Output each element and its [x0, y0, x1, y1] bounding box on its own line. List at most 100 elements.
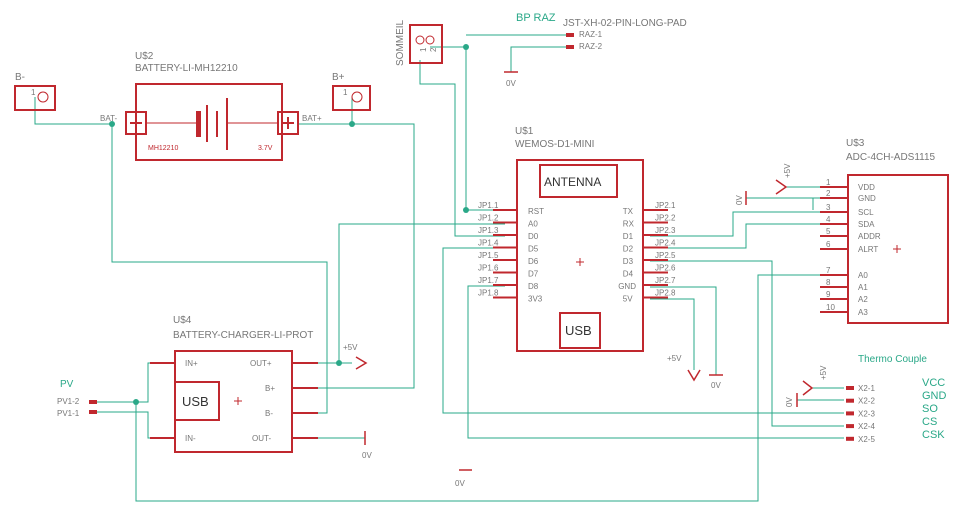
wemos-right-pin-id: JP2.1 [655, 201, 676, 210]
wemos-left-pin-id: JP1.7 [478, 276, 499, 285]
wemos-left-pin-id: JP1.8 [478, 289, 499, 298]
thermo-pin-pad [846, 436, 854, 441]
battery-neg-pin: BAT- [100, 114, 118, 123]
junctions [109, 44, 469, 405]
terminal-b-plus-label: B+ [332, 72, 345, 83]
sommeil-switch: 1 2 SOMMEIL [395, 19, 443, 66]
jst-connector: BP RAZ JST-XH-02-PIN-LONG-PAD RAZ-1 RAZ-… [516, 12, 687, 51]
wemos-left-pin-name: D8 [528, 282, 539, 291]
thermo-signal-label: VCC [922, 377, 945, 389]
charger-usb: USB [182, 394, 209, 409]
ground-symbol-jst: 0V [504, 71, 518, 88]
wemos-left-pin-id: JP1.1 [478, 201, 499, 210]
wires [34, 34, 844, 502]
terminal-b-plus-pin: 1 [343, 88, 348, 97]
wemos-5v-label: +5V [667, 354, 682, 363]
sommeil-label: SOMMEIL [395, 19, 406, 66]
adc-ref: U$3 [846, 138, 865, 149]
wemos-right-pin-name: GND [618, 282, 636, 291]
wemos-left-pin-name: D0 [528, 232, 539, 241]
thermo-title: Thermo Couple [858, 354, 927, 365]
charger-in-minus: IN- [185, 434, 196, 443]
charger-out-plus: OUT+ [250, 359, 272, 368]
wemos-right-pin-id: JP2.8 [655, 289, 676, 298]
adc-pin-number: 5 [826, 227, 831, 236]
bottom-0v-label: 0V [455, 479, 465, 488]
wemos-left-pin-name: D5 [528, 245, 539, 254]
battery-charger: USB U$4 BATTERY-CHARGER-LI-PROT IN+ IN- … [150, 315, 318, 453]
thermo-pin-id: X2-3 [858, 409, 875, 418]
sommeil-pin2: 2 [429, 47, 438, 52]
adc-value: ADC-4CH-ADS1115 [846, 152, 936, 163]
thermo-signal-label: CSK [922, 429, 945, 441]
adc-pin-number: 6 [826, 240, 831, 249]
wemos-right-pins: JP2.1TXJP2.2RXJP2.3D1JP2.4D2JP2.5D3JP2.6… [618, 201, 676, 304]
wemos-right-pin-id: JP2.6 [655, 264, 676, 273]
terminal-b-minus-pin: 1 [31, 88, 36, 97]
pv-pin-1: PV1-2 [57, 397, 80, 406]
charger-ref: U$4 [173, 315, 192, 326]
wemos-left-pin-id: JP1.6 [478, 264, 499, 273]
terminal-b-plus: 1 B+ [332, 72, 371, 111]
adc-pin-number: 2 [826, 189, 831, 198]
wemos-right-pin-id: JP2.2 [655, 214, 676, 223]
thermo-signal-label: GND [922, 390, 947, 402]
thermo-5v-label: +5V [819, 365, 828, 380]
charger-out-minus: OUT- [252, 434, 271, 443]
thermo-pin-pad [846, 386, 854, 390]
wemos-left-pin-name: D6 [528, 257, 539, 266]
sommeil-pin1: 1 [419, 47, 428, 52]
adc-pin-name: A2 [858, 295, 868, 304]
wemos-left-pin-name: A0 [528, 220, 538, 229]
supply-adc: +5V 0V [735, 163, 792, 205]
supply-charger-5v: +5V [343, 343, 368, 370]
gnd-jst-label: 0V [506, 79, 516, 88]
charger-value: BATTERY-CHARGER-LI-PROT [173, 330, 313, 341]
wemos-left-pins: JP1.1RSTJP1.2A0JP1.3D0JP1.4D5JP1.5D6JP1.… [478, 201, 544, 304]
adc-pin-name: GND [858, 194, 876, 203]
wemos-right-pin-name: TX [623, 207, 634, 216]
wemos-right-pin-id: JP2.3 [655, 226, 676, 235]
terminal-b-minus-label: B- [15, 72, 25, 83]
adc-pin-number: 10 [826, 303, 835, 312]
thermo-pins: X2-1X2-2X2-3X2-4X2-5 [846, 384, 875, 444]
adc-pin-name: A1 [858, 283, 868, 292]
pv-input: PV PV1-2 PV1-1 [57, 379, 97, 418]
wemos-left-pin-id: JP1.4 [478, 239, 499, 248]
jst-pin-raz-2: RAZ-2 [579, 42, 603, 51]
wemos-right-pin-id: JP2.4 [655, 239, 676, 248]
thermo-pin-id: X2-5 [858, 435, 875, 444]
charger-b-minus: B- [265, 409, 273, 418]
adc-pin-number: 3 [826, 203, 831, 212]
jst-value: JST-XH-02-PIN-LONG-PAD [563, 18, 687, 29]
battery-ref: U$2 [135, 51, 154, 62]
wemos-left-pin-id: JP1.2 [478, 214, 499, 223]
thermo-signal-label: SO [922, 403, 938, 415]
wemos-left-pin-name: RST [528, 207, 544, 216]
wemos-antenna: ANTENNA [544, 175, 601, 189]
pv-net-label: PV [60, 379, 74, 390]
charger-0v-label: 0V [362, 451, 372, 460]
wemos-right-pin-name: D1 [623, 232, 634, 241]
thermo-pin-pad [846, 424, 854, 429]
supply-bottom-0v: 0V [455, 469, 472, 488]
wemos-0v-label: 0V [711, 381, 721, 390]
battery-u2: U$2 BATTERY-LI-MH12210 MH12210 3.7V BAT-… [100, 51, 322, 161]
thermo-pin-pad [846, 411, 854, 416]
adc-pin-name: SDA [858, 220, 875, 229]
adc-pin-number: 7 [826, 266, 831, 275]
adc-pin-name: ALRT [858, 245, 878, 254]
supply-charger-0v: 0V [362, 431, 372, 460]
wemos-value: WEMOS-D1-MINI [515, 139, 594, 150]
pv-pin-2: PV1-1 [57, 409, 80, 418]
wemos-right-pin-id: JP2.5 [655, 251, 676, 260]
battery-value: BATTERY-LI-MH12210 [135, 63, 238, 74]
thermo-pin-id: X2-1 [858, 384, 875, 393]
thermo-pin-id: X2-4 [858, 422, 875, 431]
adc-pin-name: VDD [858, 183, 875, 192]
jst-pin-raz-1: RAZ-1 [579, 30, 603, 39]
thermocouple: Thermo Couple X2-1X2-2X2-3X2-4X2-5 VCCGN… [785, 354, 947, 444]
thermo-0v-label: 0V [785, 397, 794, 407]
thermo-signal-label: CS [922, 416, 937, 428]
